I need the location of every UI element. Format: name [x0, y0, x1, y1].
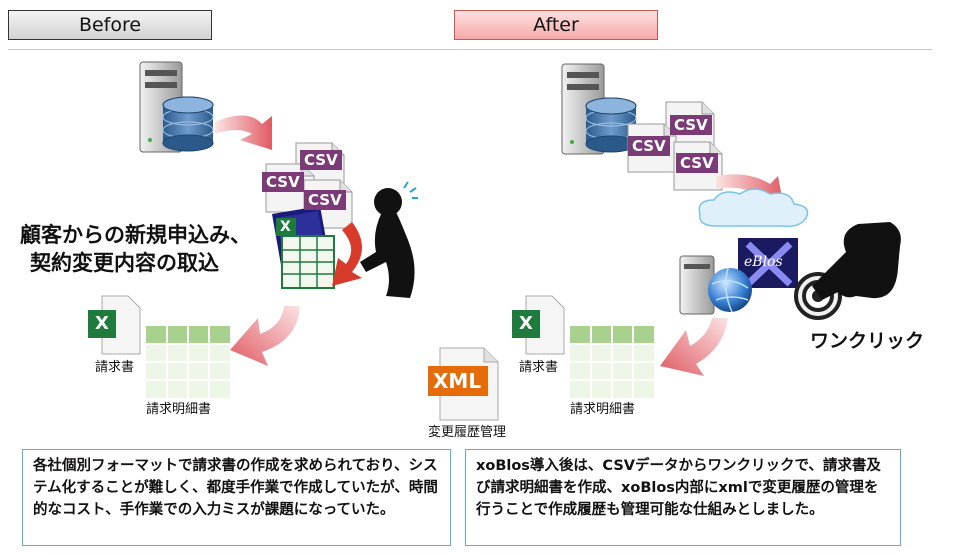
excel-letter: X	[95, 313, 109, 334]
after-invoice-label: 請求書	[519, 360, 559, 375]
header-after-label: After	[533, 14, 579, 36]
csv-badge: CSV	[262, 172, 304, 192]
person-silhouette-icon	[360, 181, 418, 298]
excel-letter: X	[519, 313, 533, 334]
header-divider	[8, 49, 932, 50]
csv-badge-text: CSV	[308, 191, 342, 209]
one-click-label: ワンクリック	[810, 330, 925, 352]
xml-text: XML	[433, 369, 482, 393]
xml-label: 変更履歴管理	[428, 425, 507, 440]
xoblos-text: eBlos	[744, 254, 783, 270]
csv-badge-text: CSV	[680, 154, 714, 172]
header-after: After	[454, 10, 658, 40]
csv-badge-text: CSV	[632, 137, 666, 155]
before-description-box: 各社個別フォーマットで請求書の作成を求められており、システム化することが難しく、…	[22, 449, 451, 546]
csv-badge: CSV	[300, 150, 342, 170]
before-title: 顧客からの新規申込み、 契約変更内容の取込	[20, 221, 251, 277]
after-detail-label: 請求明細書	[570, 402, 636, 417]
excel-letter: X	[280, 219, 291, 235]
csv-badge: CSV	[304, 190, 346, 210]
excel-letter-text: X	[280, 219, 291, 235]
csv-badge: CSV	[676, 153, 718, 173]
xoblos-logo-text: eBlos	[744, 254, 783, 270]
csv-badge: CSV	[628, 136, 670, 156]
web-server-globe-icon	[679, 255, 752, 315]
after-description: xoBlos導入後は、CSVデータからワンクリックで、請求書及び請求明細書を作成…	[476, 458, 881, 518]
csv-badge-text: CSV	[674, 116, 708, 134]
header-before-label: Before	[78, 14, 142, 36]
after-description-box: xoBlos導入後は、CSVデータからワンクリックで、請求書及び請求明細書を作成…	[465, 449, 901, 546]
before-title-line1: 顧客からの新規申込み、	[20, 223, 251, 247]
csv-badge-text: CSV	[266, 173, 300, 191]
before-arrow-to-csv-icon	[215, 115, 272, 150]
before-server-icon	[139, 61, 214, 153]
cloud-icon	[698, 188, 809, 228]
after-table-grid-icon	[569, 325, 655, 399]
before-table-grid-icon	[145, 325, 231, 399]
csv-badge-text: CSV	[304, 151, 338, 169]
header-before: Before	[8, 10, 212, 40]
xml-badge-text: XML	[433, 369, 481, 393]
excel-letter-text: X	[519, 313, 533, 334]
before-title-line2: 契約変更内容の取込	[30, 251, 219, 275]
before-detail-label: 請求明細書	[146, 402, 212, 417]
after-arrow-to-output-icon	[660, 318, 728, 376]
pointing-hand-icon	[812, 222, 901, 300]
after-server-icon	[561, 63, 637, 155]
excel-letter-text: X	[95, 313, 109, 334]
before-arrow-to-output-icon	[230, 306, 300, 366]
xml-file-icon	[428, 347, 499, 421]
before-arrow-to-sheet-icon	[332, 222, 362, 286]
before-invoice-label: 請求書	[95, 360, 135, 375]
laptop-spreadsheet-icon	[272, 206, 335, 289]
csv-badge: CSV	[670, 115, 712, 135]
before-description: 各社個別フォーマットで請求書の作成を求められており、システム化することが難しく、…	[33, 458, 438, 518]
